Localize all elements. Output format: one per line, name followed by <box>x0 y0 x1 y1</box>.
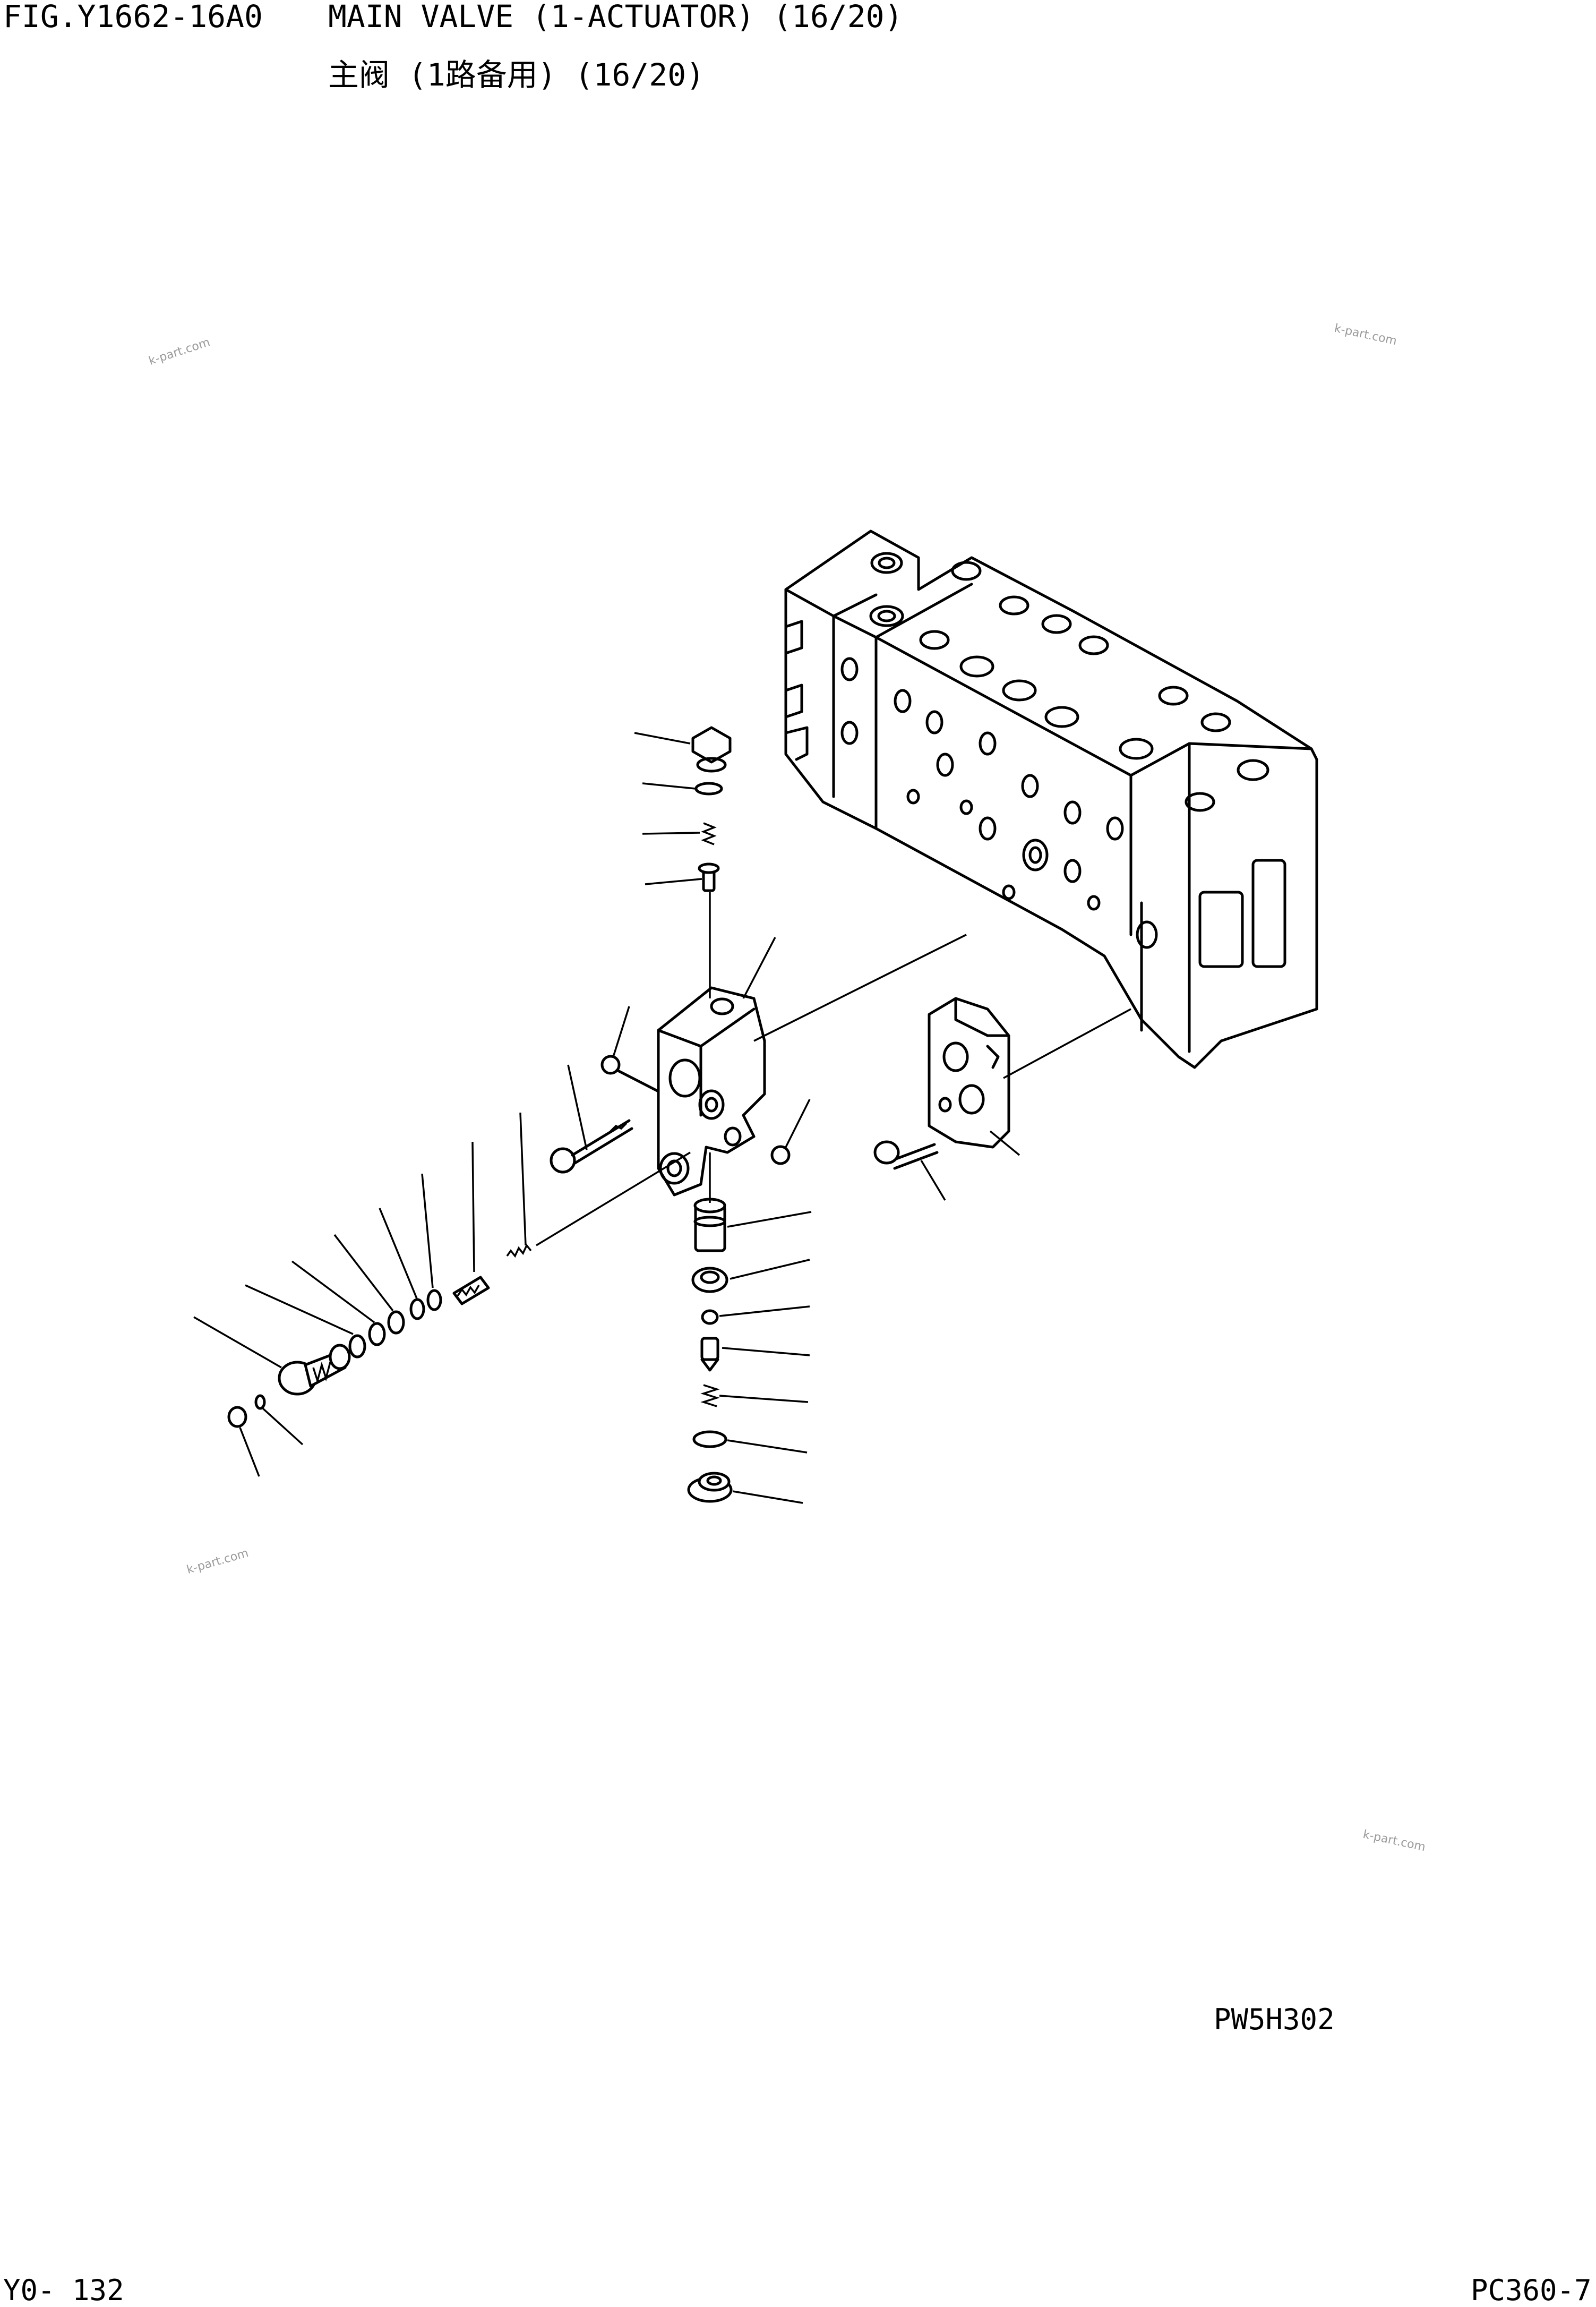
top-poppet <box>698 862 720 892</box>
valve-housing <box>657 986 766 1197</box>
diagonal-spring <box>506 1243 532 1258</box>
figure-id: FIG.Y1662-16A0 <box>3 0 263 35</box>
relief-valve-cartridge <box>278 1344 351 1396</box>
o-ring-1 <box>348 1334 366 1358</box>
top-spring <box>701 822 717 845</box>
bottom-plug <box>687 1472 733 1503</box>
backup-ring-2 <box>409 1298 425 1320</box>
bottom-seat <box>691 1267 728 1293</box>
page-title-chinese: 主阀 (1路备用) (16/20) <box>328 57 705 93</box>
top-o-ring <box>694 782 723 796</box>
bottom-sleeve <box>693 1198 726 1252</box>
plug-small-right <box>770 1145 791 1165</box>
bottom-ball <box>701 1309 719 1325</box>
bottom-poppet <box>700 1337 719 1372</box>
cover-bolt <box>873 1140 939 1170</box>
page-title-english: MAIN VALVE (1-ACTUATOR) (16/20) <box>328 0 903 35</box>
ring-3 <box>426 1289 442 1311</box>
housing-bolt <box>550 1119 633 1174</box>
adjust-screw <box>452 1276 490 1305</box>
leader-lines <box>193 732 1020 1504</box>
backup-ring-1 <box>368 1322 386 1346</box>
bottom-o-ring <box>692 1430 727 1448</box>
main-valve-block <box>784 529 1318 1069</box>
page-number: Y0- 132 <box>3 2274 124 2307</box>
cartridge-o-ring-small <box>254 1394 266 1410</box>
model-number: PC360-7 <box>1471 2274 1592 2307</box>
cover-plate <box>928 997 1010 1149</box>
alignment-lines <box>536 892 1131 1246</box>
o-ring-2 <box>387 1310 405 1335</box>
bottom-spring <box>700 1384 720 1407</box>
drawing-code: PW5H302 <box>1214 2003 1335 2036</box>
top-plug <box>691 726 732 773</box>
cartridge-small-plug <box>227 1406 247 1428</box>
plug-small-left <box>600 1055 660 1093</box>
